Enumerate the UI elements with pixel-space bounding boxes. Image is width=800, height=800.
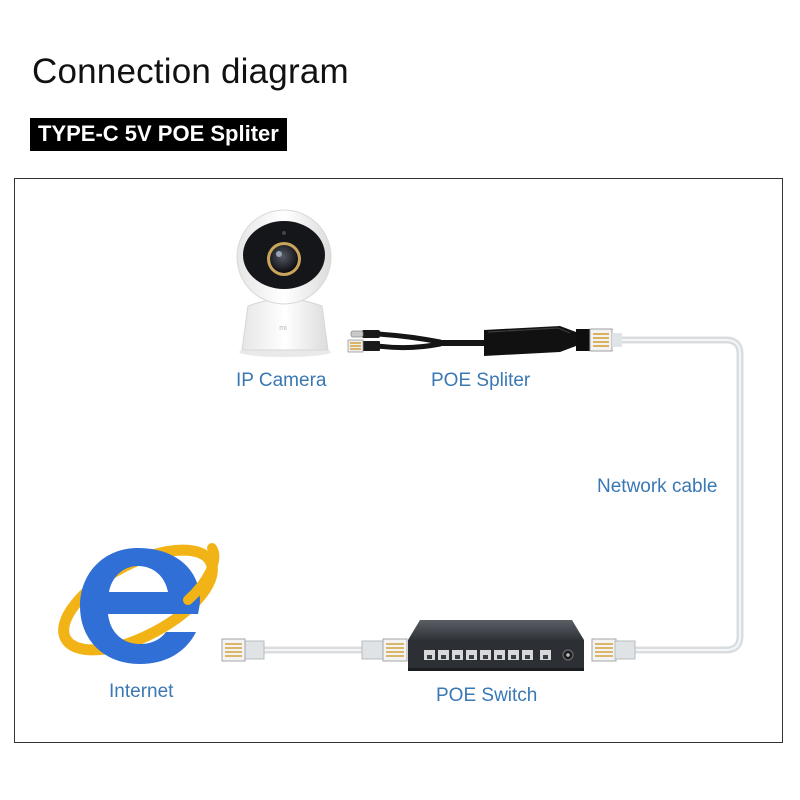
network-cable: [608, 336, 744, 654]
internet-label: Internet: [109, 681, 174, 702]
poe-switch-label: POE Switch: [436, 685, 538, 706]
poe-spliter-label: POE Spliter: [431, 370, 531, 391]
page-title: Connection diagram: [32, 52, 349, 91]
rj45-connector-icon: [361, 638, 408, 662]
svg-text:mi: mi: [279, 325, 287, 332]
network-switch-icon: [408, 620, 584, 671]
poe-splitter-device: [347, 326, 622, 356]
diagram-frame: [14, 178, 783, 743]
ip-camera-label: IP Camera: [236, 370, 327, 391]
product-subtitle-badge: TYPE-C 5V POE Spliter: [30, 118, 287, 151]
rj45-connector-icon: [347, 339, 380, 353]
rj45-connector-icon: [591, 638, 636, 662]
rj45-connector-icon: [221, 638, 265, 662]
usb-c-connector-icon: [350, 330, 380, 338]
network-cable-label: Network cable: [597, 476, 718, 497]
ip-camera-icon: mi: [236, 209, 332, 357]
rj45-connector-icon: [589, 328, 622, 352]
internet-explorer-icon: [58, 543, 220, 664]
